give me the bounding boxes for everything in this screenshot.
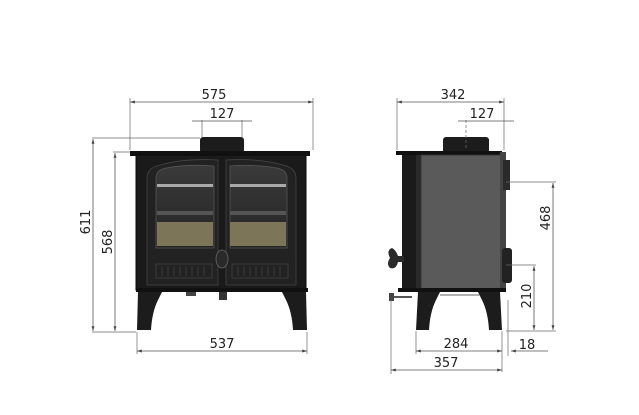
- side-view: [388, 137, 512, 330]
- dim-127-front: 127: [210, 107, 235, 122]
- front-dimensions: 575 127 611 568 537: [79, 88, 314, 354]
- side-door-handle-icon: [388, 248, 404, 269]
- dim-210: 210: [520, 284, 535, 309]
- top-plate: [130, 151, 310, 156]
- firebrick: [157, 222, 213, 246]
- side-rear-leg: [478, 292, 502, 330]
- side-panel: [420, 154, 502, 291]
- air-vents: [155, 263, 289, 279]
- side-dimensions: 342 127 468 210 284 18 357: [390, 88, 556, 374]
- door-handle-icon: [215, 249, 229, 269]
- right-door-glass: [229, 164, 288, 249]
- dim-568: 568: [101, 230, 116, 255]
- dim-468: 468: [539, 206, 554, 231]
- dim-537: 537: [210, 337, 235, 352]
- dim-18: 18: [519, 338, 536, 353]
- rear-air-inlet: [502, 248, 512, 283]
- dim-611: 611: [79, 210, 94, 235]
- left-door-glass: [155, 164, 215, 249]
- left-leg: [137, 292, 162, 330]
- right-leg: [282, 292, 307, 330]
- dim-127-side: 127: [470, 107, 495, 122]
- dim-575: 575: [202, 88, 227, 103]
- dim-342: 342: [441, 88, 466, 103]
- dim-357: 357: [434, 356, 459, 371]
- flue-collar: [200, 137, 244, 153]
- front-view: [130, 137, 310, 330]
- door-profile: [402, 155, 416, 290]
- side-front-leg: [416, 292, 440, 330]
- dim-284: 284: [444, 337, 469, 352]
